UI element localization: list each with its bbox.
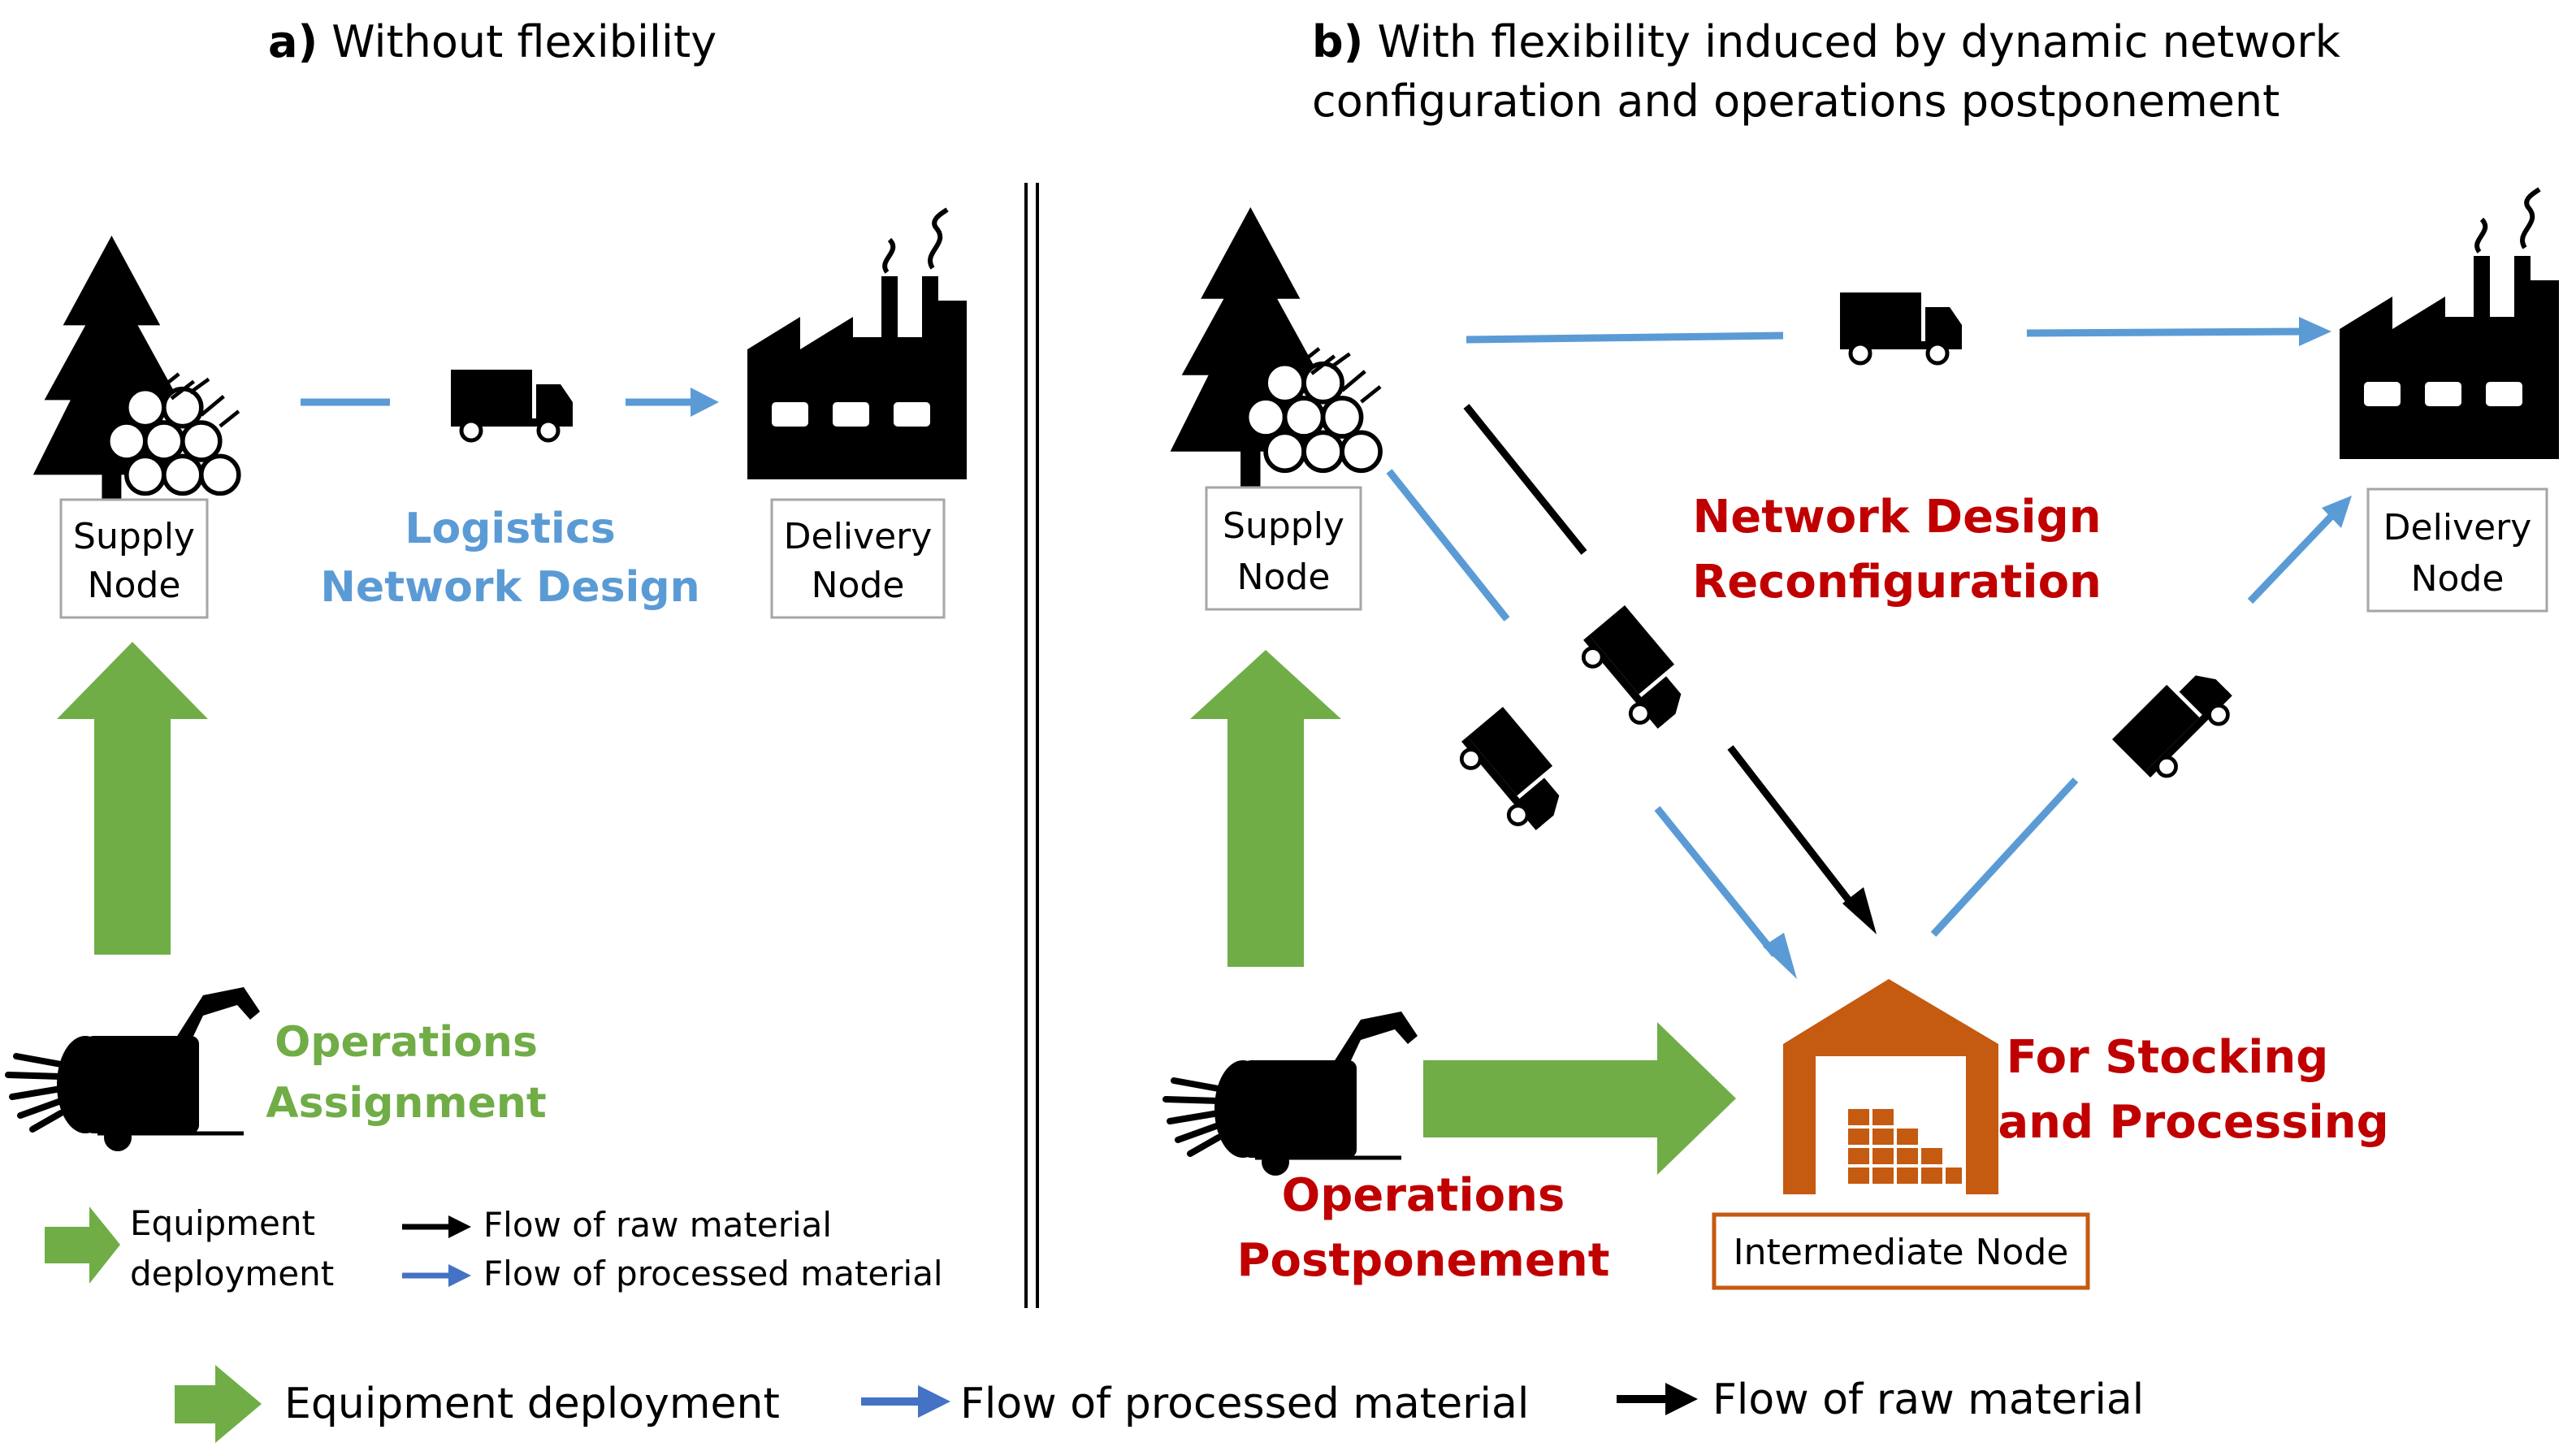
legend-equipment-arrow [175, 1365, 262, 1443]
legend-equipment-text: Equipment deployment [284, 1380, 780, 1428]
panel-b-title-line1: b) With flexibility induced by dynamic n… [1312, 16, 2341, 67]
delivery-node-line1: Delivery [784, 516, 933, 557]
legend-raw-arrowhead [1665, 1383, 1698, 1415]
legend-a-equipment-arrow [45, 1207, 120, 1284]
processed-flow-line [2026, 327, 2308, 337]
supply-node-line1: Supply [1223, 505, 1344, 547]
legend-a-processed-arrowhead [448, 1264, 471, 1287]
postponement-label-line1: Operations [1282, 1169, 1565, 1222]
factory-icon [747, 210, 967, 479]
truck-icon [1574, 605, 1699, 737]
reconfiguration-label-line1: Network Design [1692, 491, 2101, 544]
equipment-deployment-arrow [57, 642, 208, 955]
postponement-label-line2: Postponement [1237, 1234, 1610, 1287]
truck-icon [1452, 707, 1578, 838]
legend-a-processed-text: Flow of processed material [483, 1254, 943, 1293]
truck-icon [1840, 292, 1962, 363]
truck-icon [451, 370, 573, 440]
panel-b-title-line2: configuration and operations postponemen… [1312, 76, 2279, 127]
legend-processed-text: Flow of processed material [960, 1380, 1529, 1428]
supply-node-line1: Supply [73, 516, 195, 557]
legend-a-raw-arrowhead [448, 1215, 471, 1238]
equipment-deployment-arrow [1190, 650, 1341, 967]
processed-flow-line [1654, 806, 1778, 957]
reconfiguration-label-line2: Reconfiguration [1692, 556, 2102, 609]
processed-flow-arrowhead [2299, 317, 2331, 346]
supply-node-a: Supply Node [59, 498, 209, 619]
factory-icon [2340, 189, 2559, 459]
supply-node-b: Supply Node [1205, 486, 1362, 611]
delivery-node-line2: Node [2411, 558, 2505, 600]
supply-node-line2: Node [1237, 557, 1331, 598]
operations-assignment-line1: Operations [275, 1018, 538, 1067]
raw-flow-line [1727, 745, 1859, 912]
processed-flow-arrowhead [691, 388, 719, 417]
wood-chipper-icon [1166, 1012, 1418, 1176]
processed-flow-line [1466, 331, 1784, 344]
raw-flow-arrowhead [1842, 887, 1877, 934]
stocking-label-line2: and Processing [1998, 1096, 2388, 1149]
truck-icon [2112, 657, 2241, 786]
legend-a-equipment-line1: Equipment [130, 1203, 315, 1243]
logistics-label-line1: Logistics [405, 505, 615, 553]
warehouse-icon [1783, 979, 1998, 1194]
delivery-node-line1: Delivery [2383, 507, 2532, 548]
stocking-label-line1: For Stocking [2007, 1031, 2329, 1084]
processed-flow-arrowhead [2322, 496, 2352, 528]
intermediate-node: Intermediate Node [1712, 1212, 2090, 1290]
forest-logs-icon [33, 236, 239, 512]
operations-assignment-line2: Assignment [266, 1079, 547, 1128]
legend-a-equipment-line2: deployment [130, 1254, 334, 1293]
processed-flow-arrowhead [1763, 933, 1797, 979]
panel-a-title: a) Without flexibility [268, 16, 717, 67]
logistics-label-line2: Network Design [320, 563, 699, 612]
processed-flow-line [1386, 469, 1510, 622]
legend-processed-arrowhead [918, 1385, 950, 1418]
legend-raw-text: Flow of raw material [1712, 1376, 2144, 1424]
intermediate-node-label: Intermediate Node [1734, 1232, 2069, 1273]
processed-flow-line [2247, 509, 2339, 604]
wood-chipper-icon [8, 987, 260, 1151]
supply-node-line2: Node [88, 565, 181, 606]
forest-logs-icon [1171, 207, 1381, 490]
legend-a-raw-text: Flow of raw material [483, 1205, 832, 1245]
equipment-deployment-arrow [1423, 1022, 1736, 1175]
raw-flow-line [1463, 404, 1587, 555]
processed-flow-line [1930, 777, 2079, 938]
delivery-node-a: Delivery Node [770, 498, 946, 619]
delivery-node-b: Delivery Node [2366, 487, 2548, 613]
delivery-node-line2: Node [812, 565, 905, 606]
